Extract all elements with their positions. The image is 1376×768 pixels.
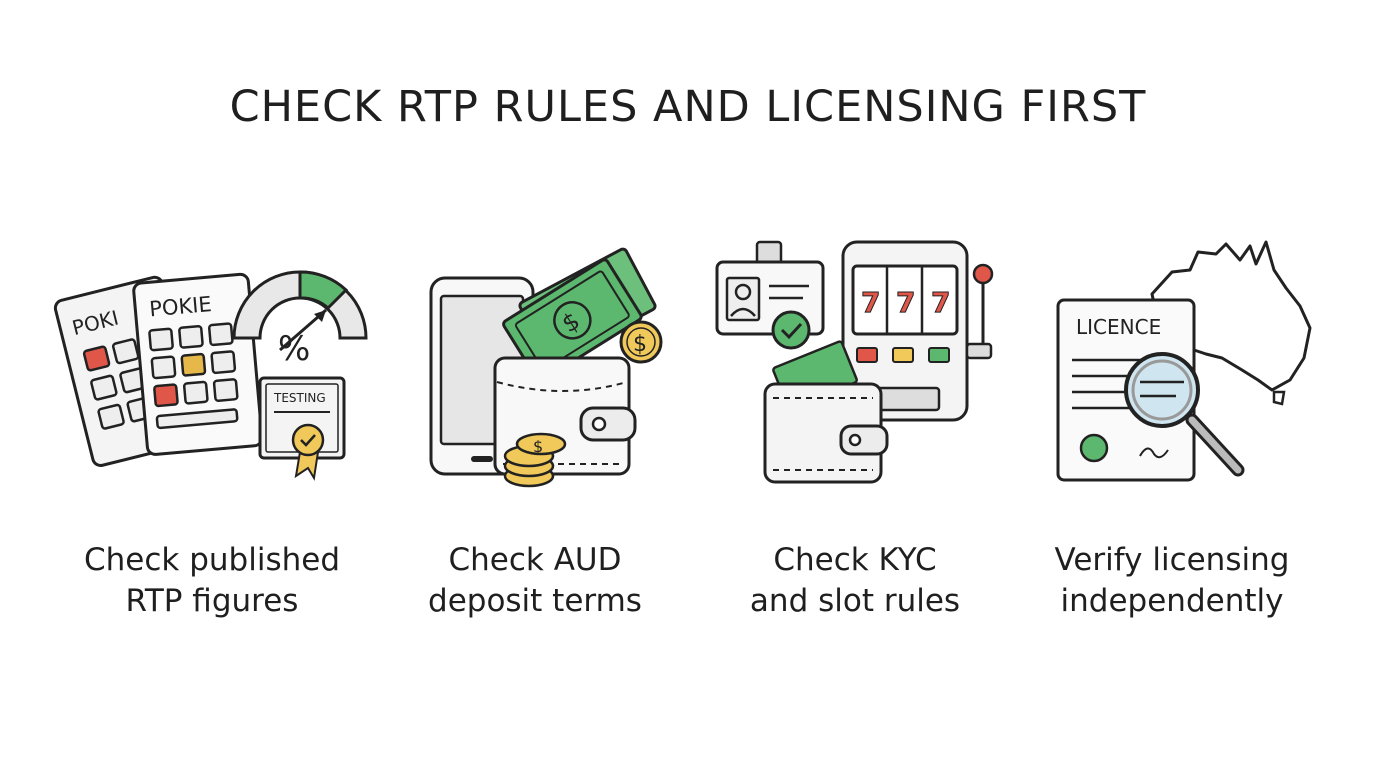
- caption-line-1: Verify licensing: [1054, 542, 1290, 578]
- caption-line-2: RTP figures: [125, 583, 299, 619]
- wallet-deposit-icon: $ $ $: [429, 247, 663, 488]
- card-front-label: POKIE: [148, 292, 212, 321]
- reel-2: 7: [896, 286, 915, 319]
- panel-licence: LICENCE Verify licensing independently: [1012, 230, 1332, 650]
- panel-kyc-caption: Check KYC and slot rules: [695, 540, 1015, 622]
- panel-kyc: 7 7 7 Check KYC and slot rules: [695, 230, 1015, 650]
- slot-machine-icon: 7 7 7: [841, 240, 994, 422]
- coin-stack-icon: $: [503, 432, 567, 488]
- coin-currency: $: [633, 332, 647, 357]
- pokie-card-front: POKIE: [132, 272, 264, 456]
- magnifier-icon: [1124, 352, 1245, 477]
- rtp-gauge: %: [232, 270, 368, 369]
- panel-licence-caption: Verify licensing independently: [1012, 540, 1332, 622]
- gauge-label: %: [278, 329, 310, 369]
- id-card-icon: [715, 240, 825, 350]
- caption-line-1: Check published: [84, 542, 340, 578]
- document-title: LICENCE: [1076, 315, 1161, 339]
- panel-deposit: $ $ $ Check AUD deposit terms: [375, 230, 695, 650]
- pokie-rtp-icon: POKI POKIE: [53, 270, 368, 481]
- caption-line-1: Check AUD: [448, 542, 622, 578]
- stack-currency: $: [533, 437, 543, 456]
- wallet-icon: [763, 340, 889, 484]
- banknotes-icon: $: [502, 247, 657, 383]
- certificate-label: TESTING: [273, 391, 326, 405]
- panel-deposit-caption: Check AUD deposit terms: [375, 540, 695, 622]
- caption-line-2: independently: [1060, 583, 1284, 619]
- page-title: CHECK RTP RULES AND LICENSING FIRST: [229, 82, 1147, 132]
- reel-1: 7: [861, 286, 880, 319]
- testing-certificate: TESTING: [258, 376, 346, 481]
- caption-line-1: Check KYC: [773, 542, 937, 578]
- caption-line-2: deposit terms: [428, 583, 642, 619]
- licence-verify-icon: LICENCE: [1056, 240, 1312, 482]
- panel-rtp: POKI POKIE: [52, 230, 372, 650]
- coin-icon: $: [619, 320, 663, 364]
- australia-map-icon: [1150, 240, 1312, 392]
- caption-line-2: and slot rules: [749, 583, 961, 619]
- kyc-slot-icon: 7 7 7: [715, 240, 994, 484]
- reel-3: 7: [931, 286, 950, 319]
- panel-rtp-caption: Check published RTP figures: [52, 540, 372, 622]
